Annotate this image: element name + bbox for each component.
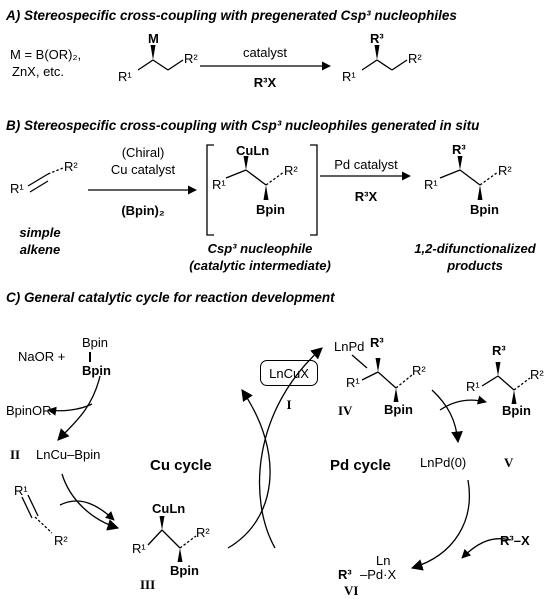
- III-CuLn: CuLn: [152, 501, 186, 516]
- label-V: V: [504, 455, 514, 470]
- VI-Ln: Ln: [376, 553, 391, 568]
- pd-arrow-top-right: [431, 389, 463, 444]
- label-III: III: [140, 577, 156, 592]
- panel-b-product-bonds: [439, 156, 499, 200]
- panel-b-intermediate-bonds: [225, 156, 285, 200]
- IV-R2: R²: [412, 363, 426, 378]
- b-product-R1: R¹: [424, 177, 438, 192]
- b-arrow1-reagent-bottom: (Bpin)₂: [121, 203, 165, 218]
- c-product-R1: R¹: [466, 379, 480, 394]
- b-intermediate-R1: R¹: [212, 177, 226, 192]
- c-product-R3: R³: [492, 343, 506, 358]
- c-b2pin2-top: Bpin: [82, 335, 109, 350]
- c-alkene-R2: R²: [54, 533, 68, 548]
- b-product-caption-1: 1,2-difunctionalized: [414, 241, 536, 256]
- label-II: II: [10, 447, 21, 462]
- b-intermediate-caption-1: Csp³ nucleophile: [207, 241, 313, 256]
- III-bonds: [147, 516, 197, 562]
- right-bracket: [310, 144, 318, 236]
- a-product-R3: R³: [370, 31, 384, 46]
- VI-R3: R³: [338, 567, 352, 582]
- a-product-R1: R¹: [342, 69, 356, 84]
- c-alkene-R1: R¹: [14, 483, 28, 498]
- a-substrate-M: M: [148, 31, 159, 46]
- left-bracket: [206, 144, 214, 236]
- panel-c-product-bonds: [481, 362, 531, 404]
- LnCuX-box: [260, 360, 318, 386]
- b-intermediate-CuLn: CuLn: [236, 143, 270, 158]
- b-alkene-R1: R¹: [10, 181, 24, 196]
- cu-arc-right: [227, 389, 271, 549]
- heading-b: B) Stereospecific cross-coupling with Cs…: [6, 118, 480, 133]
- pd-arrow-bottom-right: [410, 479, 470, 571]
- heading-a: A) Stereospecific cross-coupling with pr…: [6, 8, 457, 23]
- IV-R3: R³: [370, 335, 384, 350]
- b-alkene-R2: R²: [64, 159, 78, 174]
- cu-arrow-top-left: [57, 375, 101, 441]
- b-arrow2-reagent-top: Pd catalyst: [334, 157, 398, 172]
- c-bpinor: BpinOR: [6, 403, 52, 418]
- c-cu-bpin-text: LnCu–Bpin: [36, 447, 101, 462]
- bpinor-release: [47, 403, 93, 416]
- b-intermediate-R2: R²: [284, 163, 298, 178]
- b-arrow2-reagent-bottom: R³X: [354, 189, 378, 204]
- IV-Bpin: Bpin: [384, 402, 413, 417]
- c-b2pin2-bottom: Bpin: [82, 363, 111, 378]
- cu-arrow-bottom-left: [61, 473, 120, 531]
- r3x-entry: [461, 538, 511, 559]
- III-Bpin: Bpin: [170, 563, 199, 578]
- c-LnCuX: LnCuX: [269, 366, 309, 381]
- a-substrate-R2: R²: [184, 51, 198, 66]
- a-substrate-R1: R¹: [118, 69, 132, 84]
- VI-PdX: –Pd·X: [360, 567, 397, 582]
- panel-a-product-bonds: [361, 45, 408, 71]
- b-product-caption-2: products: [447, 258, 503, 273]
- III-R2: R²: [196, 525, 210, 540]
- c-product-Bpin: Bpin: [502, 403, 531, 418]
- b-alkene-caption-2: alkene: [19, 242, 61, 257]
- b-arrow1-reagent-line-2: Cu catalyst: [110, 162, 176, 177]
- c-r3x: R³–X: [500, 533, 530, 548]
- b-alkene-caption-1: simple: [19, 225, 61, 240]
- heading-c: C) General catalytic cycle for reaction …: [6, 290, 335, 305]
- b-arrow1-reagent-line-1: (Chiral): [121, 145, 165, 160]
- b-product-R2: R²: [498, 163, 512, 178]
- b-intermediate-Bpin: Bpin: [256, 202, 285, 217]
- panel-c-alkene-bonds: [21, 494, 53, 534]
- product-release: [439, 395, 487, 411]
- c-cu-bpin: LnCu–Bpin: [36, 448, 100, 461]
- alkene-entry: [59, 500, 115, 521]
- label-VI: VI: [344, 583, 359, 598]
- c-cu-cycle: Cu cycle: [150, 457, 212, 474]
- c-pd-cycle: Pd cycle: [330, 457, 391, 474]
- transmetalation-arc: [258, 347, 323, 549]
- IV-bonds: [351, 354, 413, 402]
- b-product-R3: R³: [452, 142, 466, 157]
- IV-LnPd: LnPd: [334, 339, 365, 354]
- m-definition-line-2: ZnX, etc.: [12, 64, 65, 79]
- c-naor: NaOR +: [18, 349, 66, 364]
- panel-a-substrate-bonds: [137, 45, 184, 71]
- label-IV: IV: [338, 403, 353, 418]
- c-pd0: LnPd(0): [420, 455, 467, 470]
- IV-R1: R¹: [346, 375, 360, 390]
- a-product-R2: R²: [408, 51, 422, 66]
- III-R1: R¹: [132, 541, 146, 556]
- panel-b-alkene-bonds: [27, 167, 64, 193]
- c-product-R2: R²: [530, 367, 544, 382]
- label-I: I: [286, 397, 292, 412]
- a-arrow-reagent-bottom: R³X: [253, 75, 277, 90]
- b-product-Bpin: Bpin: [470, 202, 499, 217]
- m-definition-line-1: M = B(OR)₂,: [10, 47, 82, 62]
- a-arrow-reagent-top: catalyst: [242, 45, 288, 60]
- b-intermediate-caption-2: (catalytic intermediate): [189, 258, 331, 273]
